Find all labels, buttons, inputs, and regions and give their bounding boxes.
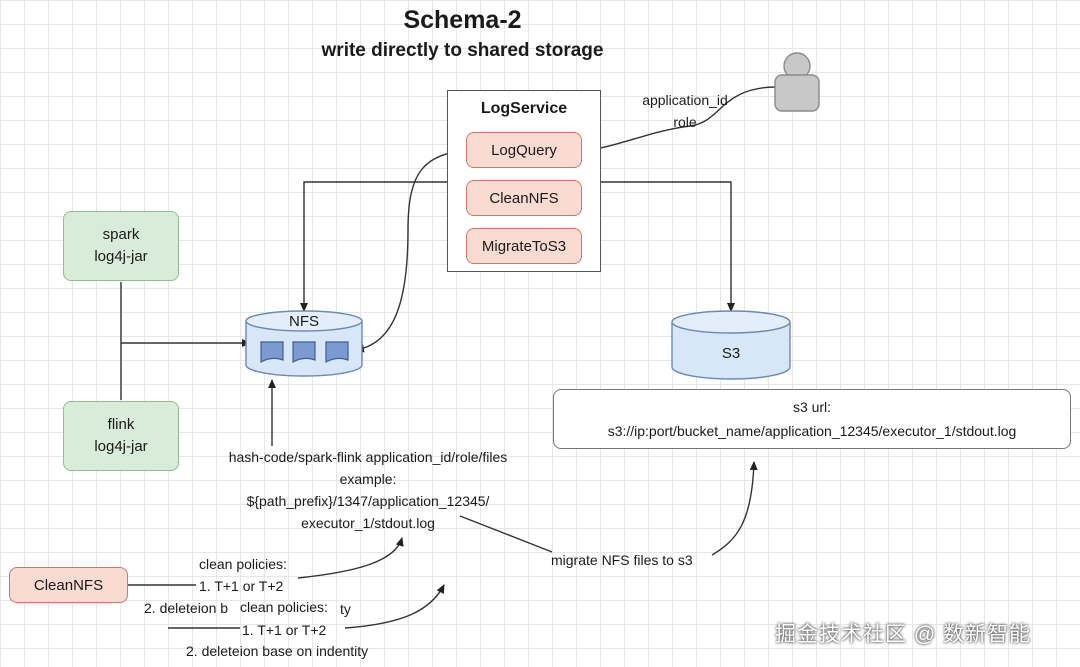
clean-policies-a-item1: 1. T+1 or T+2 <box>199 578 284 594</box>
clean-policies-b-item2: 2. deleteion base on indentity <box>186 643 369 659</box>
s3-storage-icon <box>671 310 791 380</box>
clean-policies-a-heading: clean policies: <box>199 556 287 572</box>
policy-b-arrow <box>344 584 445 629</box>
clean-policies-b-heading-suffix: ty <box>340 601 351 617</box>
flink-jar-label: log4j-jar <box>94 438 148 455</box>
watermark-text: 掘金技术社区 @ 数新智能 <box>775 623 1031 646</box>
diagram-subtitle: write directly to shared storage <box>321 40 604 61</box>
s3-label: S3 <box>721 344 741 362</box>
diagram-title: Schema-2 <box>403 6 522 34</box>
spark-source-box: spark log4j-jar <box>63 211 179 281</box>
flink-source-box: flink log4j-jar <box>63 401 179 471</box>
clean-policies-a-item2: 2. deleteion b <box>144 600 229 616</box>
logquery-module: LogQuery <box>466 132 582 168</box>
cleannfs-box: CleanNFS <box>9 567 128 603</box>
s3-url-value: s3://ip:port/bucket_name/application_123… <box>607 423 1017 439</box>
user-request-label: application_id role <box>622 89 748 133</box>
cleannfs-module: CleanNFS <box>466 180 582 216</box>
path-format-note: hash-code/spark-flink application_id/rol… <box>188 446 548 534</box>
spark-label: spark <box>102 226 140 243</box>
migrate-label: migrate NFS files to s3 <box>551 552 693 568</box>
logservice-title: LogService <box>480 100 568 117</box>
user-request-line1: application_id <box>642 92 728 108</box>
user-request-line2: role <box>673 114 697 130</box>
s3-url-box: s3 url: s3://ip:port/bucket_name/applica… <box>553 389 1071 449</box>
spark-jar-label: log4j-jar <box>94 248 148 265</box>
flink-label: flink <box>107 416 135 433</box>
path-format-line3: ${path_prefix}/1347/application_12345/ <box>246 493 490 509</box>
path-format-line1: hash-code/spark-flink application_id/rol… <box>228 449 508 465</box>
path-format-line4: executor_1/stdout.log <box>301 515 435 531</box>
nfs-file-icon <box>292 341 316 364</box>
nfs-storage-icon <box>245 310 363 377</box>
nfs-label: NFS <box>289 312 319 330</box>
clean-policies-b-item1: 1. T+1 or T+2 <box>242 622 327 638</box>
s3-url-heading: s3 url: <box>792 399 832 415</box>
user-icon <box>774 52 820 112</box>
nfs-file-icon <box>260 341 284 364</box>
clean-policies-b-heading: clean policies: <box>240 599 328 615</box>
migratetos3-module: MigrateToS3 <box>466 228 582 264</box>
logservice-to-nfs-arrow <box>300 181 447 312</box>
nfs-file-icon <box>325 341 349 364</box>
logservice-to-s3-arrow <box>601 181 735 312</box>
path-format-line2: example: <box>339 471 397 487</box>
